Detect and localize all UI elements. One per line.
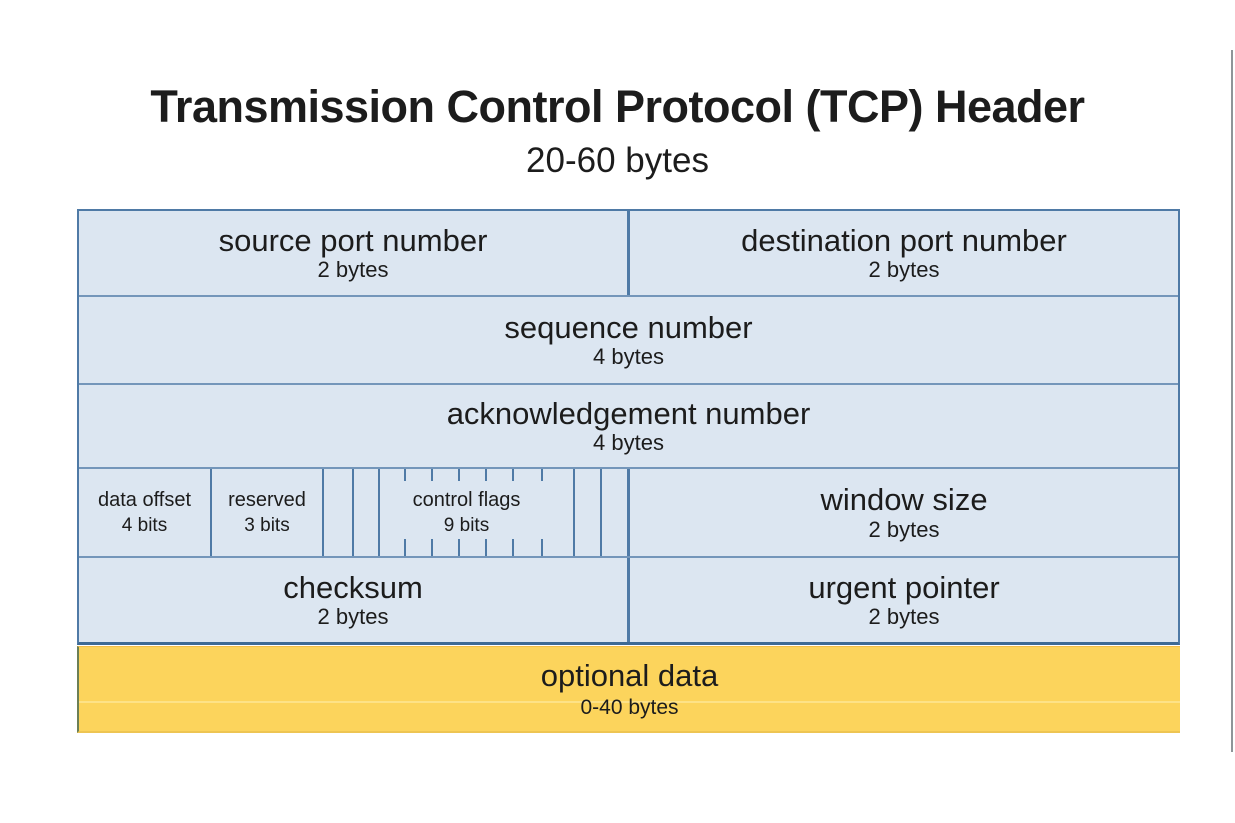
table-row-checksum: checksum 2 bytes urgent pointer 2 bytes xyxy=(79,558,1178,642)
field-label: sequence number xyxy=(504,309,753,345)
optional-row-divider xyxy=(79,701,1180,703)
field-label: window size xyxy=(820,482,988,518)
table-row-flags: data offset 4 bits reserved 3 bits xyxy=(79,469,1178,558)
bit-divider-tick xyxy=(458,539,460,556)
page-subtitle: 20-60 bytes xyxy=(526,141,709,180)
field-size: 4 bits xyxy=(121,515,168,536)
field-checksum: checksum 2 bytes xyxy=(79,558,630,642)
field-label: urgent pointer xyxy=(808,569,1000,605)
field-acknowledgement-number: acknowledgement number 4 bytes xyxy=(79,385,1178,467)
bit-divider-tick xyxy=(485,469,487,481)
bit-divider-line xyxy=(378,469,380,556)
field-label: destination port number xyxy=(741,222,1067,258)
field-label: control flags xyxy=(412,489,521,511)
bit-divider-tick xyxy=(404,469,406,481)
field-destination-port: destination port number 2 bytes xyxy=(630,211,1178,295)
field-size: 4 bytes xyxy=(593,344,664,370)
field-label: acknowledgement number xyxy=(446,395,811,431)
field-sequence-number: sequence number 4 bytes xyxy=(79,297,1178,383)
field-urgent-pointer: urgent pointer 2 bytes xyxy=(630,558,1178,642)
bit-divider-tick xyxy=(541,539,543,556)
field-label: checksum xyxy=(283,569,423,605)
page-edge-rule xyxy=(1231,50,1233,752)
field-size: 2 bytes xyxy=(868,257,940,283)
field-size: 2 bytes xyxy=(317,604,389,630)
control-flags-label: control flags 9 bits xyxy=(324,469,627,556)
field-data-offset: data offset 4 bits xyxy=(79,469,212,556)
field-control-flags: control flags 9 bits xyxy=(324,469,630,556)
bit-divider-tick xyxy=(431,469,433,481)
field-reserved: reserved 3 bits xyxy=(212,469,324,556)
bit-divider-tick xyxy=(458,469,460,481)
field-size: 4 bytes xyxy=(593,430,664,456)
field-source-port: source port number 2 bytes xyxy=(79,211,630,295)
bit-divider-tick xyxy=(404,539,406,556)
bit-divider-line xyxy=(573,469,575,556)
table-row-acknowledgement: acknowledgement number 4 bytes xyxy=(79,385,1178,469)
field-label: reserved xyxy=(228,489,306,511)
field-size: 2 bytes xyxy=(868,516,940,542)
bit-divider-tick xyxy=(512,469,514,481)
field-size: 2 bytes xyxy=(317,257,389,283)
field-label: optional data xyxy=(540,657,719,693)
field-size: 2 bytes xyxy=(868,604,940,630)
table-row-ports: source port number 2 bytes destination p… xyxy=(79,211,1178,297)
field-optional-data: optional data 0-40 bytes xyxy=(77,646,1180,733)
page-title: Transmission Control Protocol (TCP) Head… xyxy=(150,81,1085,132)
field-size: 9 bits xyxy=(443,515,490,536)
tcp-header-table: source port number 2 bytes destination p… xyxy=(77,209,1180,645)
bit-divider-tick xyxy=(431,539,433,556)
bit-divider-tick xyxy=(485,539,487,556)
field-window-size: window size 2 bytes xyxy=(630,469,1178,556)
table-row-sequence: sequence number 4 bytes xyxy=(79,297,1178,385)
bit-divider-line xyxy=(600,469,602,556)
field-size: 3 bits xyxy=(244,515,290,536)
bit-divider-line xyxy=(352,469,354,556)
field-label: source port number xyxy=(218,222,488,258)
field-label: data offset xyxy=(97,489,192,511)
field-size: 0-40 bytes xyxy=(580,696,679,720)
bit-divider-tick xyxy=(512,539,514,556)
bit-divider-tick xyxy=(541,469,543,481)
